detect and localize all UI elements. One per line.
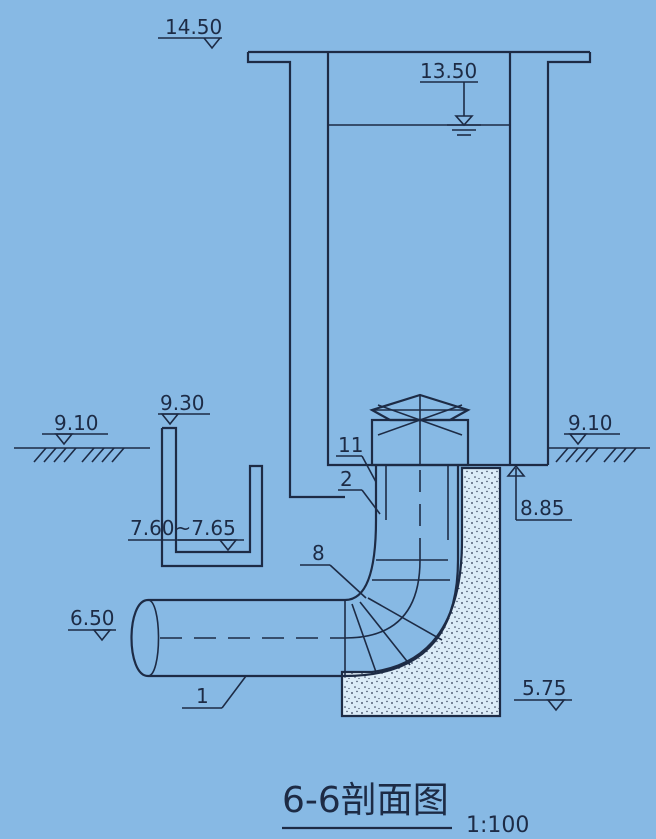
water-level-marker	[420, 81, 481, 136]
callout-1: 1	[196, 684, 209, 708]
elev-water-level: 13.50	[420, 59, 477, 83]
elev-marker-foundation	[514, 699, 572, 712]
tank-outer-wall	[246, 50, 592, 499]
callout-2-leader	[338, 489, 381, 515]
elev-foundation: 5.75	[522, 676, 567, 700]
elev-marker-top	[158, 37, 222, 50]
vertical-suction-pipe	[374, 465, 460, 560]
tank-inner-wall	[326, 52, 548, 467]
elev-inlet-top: 9.30	[160, 391, 205, 415]
elev-floor: 8.85	[520, 496, 565, 520]
callout-8: 8	[312, 541, 325, 565]
suction-strainer	[369, 393, 471, 467]
horizontal-inlet-pipe	[130, 598, 346, 678]
callout-2: 2	[340, 467, 353, 491]
drawing-scale: 1:100	[466, 813, 529, 835]
elev-pipe: 6.50	[70, 606, 115, 630]
elev-channel-bottom: 7.60~7.65	[130, 516, 236, 540]
concrete-foundation	[340, 466, 502, 718]
callout-11-leader	[336, 455, 377, 483]
elev-ground-left: 9.10	[54, 411, 99, 435]
elev-top-wall: 14.50	[165, 15, 222, 39]
elev-marker-floor	[506, 464, 572, 521]
elev-marker-channel-bottom	[128, 539, 244, 552]
drawing-title: 6-6剖面图	[282, 780, 449, 821]
ground-right	[548, 433, 650, 463]
elbow-bend	[344, 519, 460, 678]
elev-marker-channel-top	[158, 413, 210, 426]
elev-ground-right: 9.10	[568, 411, 613, 435]
callout-11: 11	[338, 433, 363, 457]
elev-marker-pipe	[68, 629, 116, 642]
callout-8-leader	[300, 564, 367, 599]
callout-1-leader	[182, 675, 247, 709]
ground-left	[14, 433, 150, 463]
inlet-channel	[160, 426, 264, 568]
